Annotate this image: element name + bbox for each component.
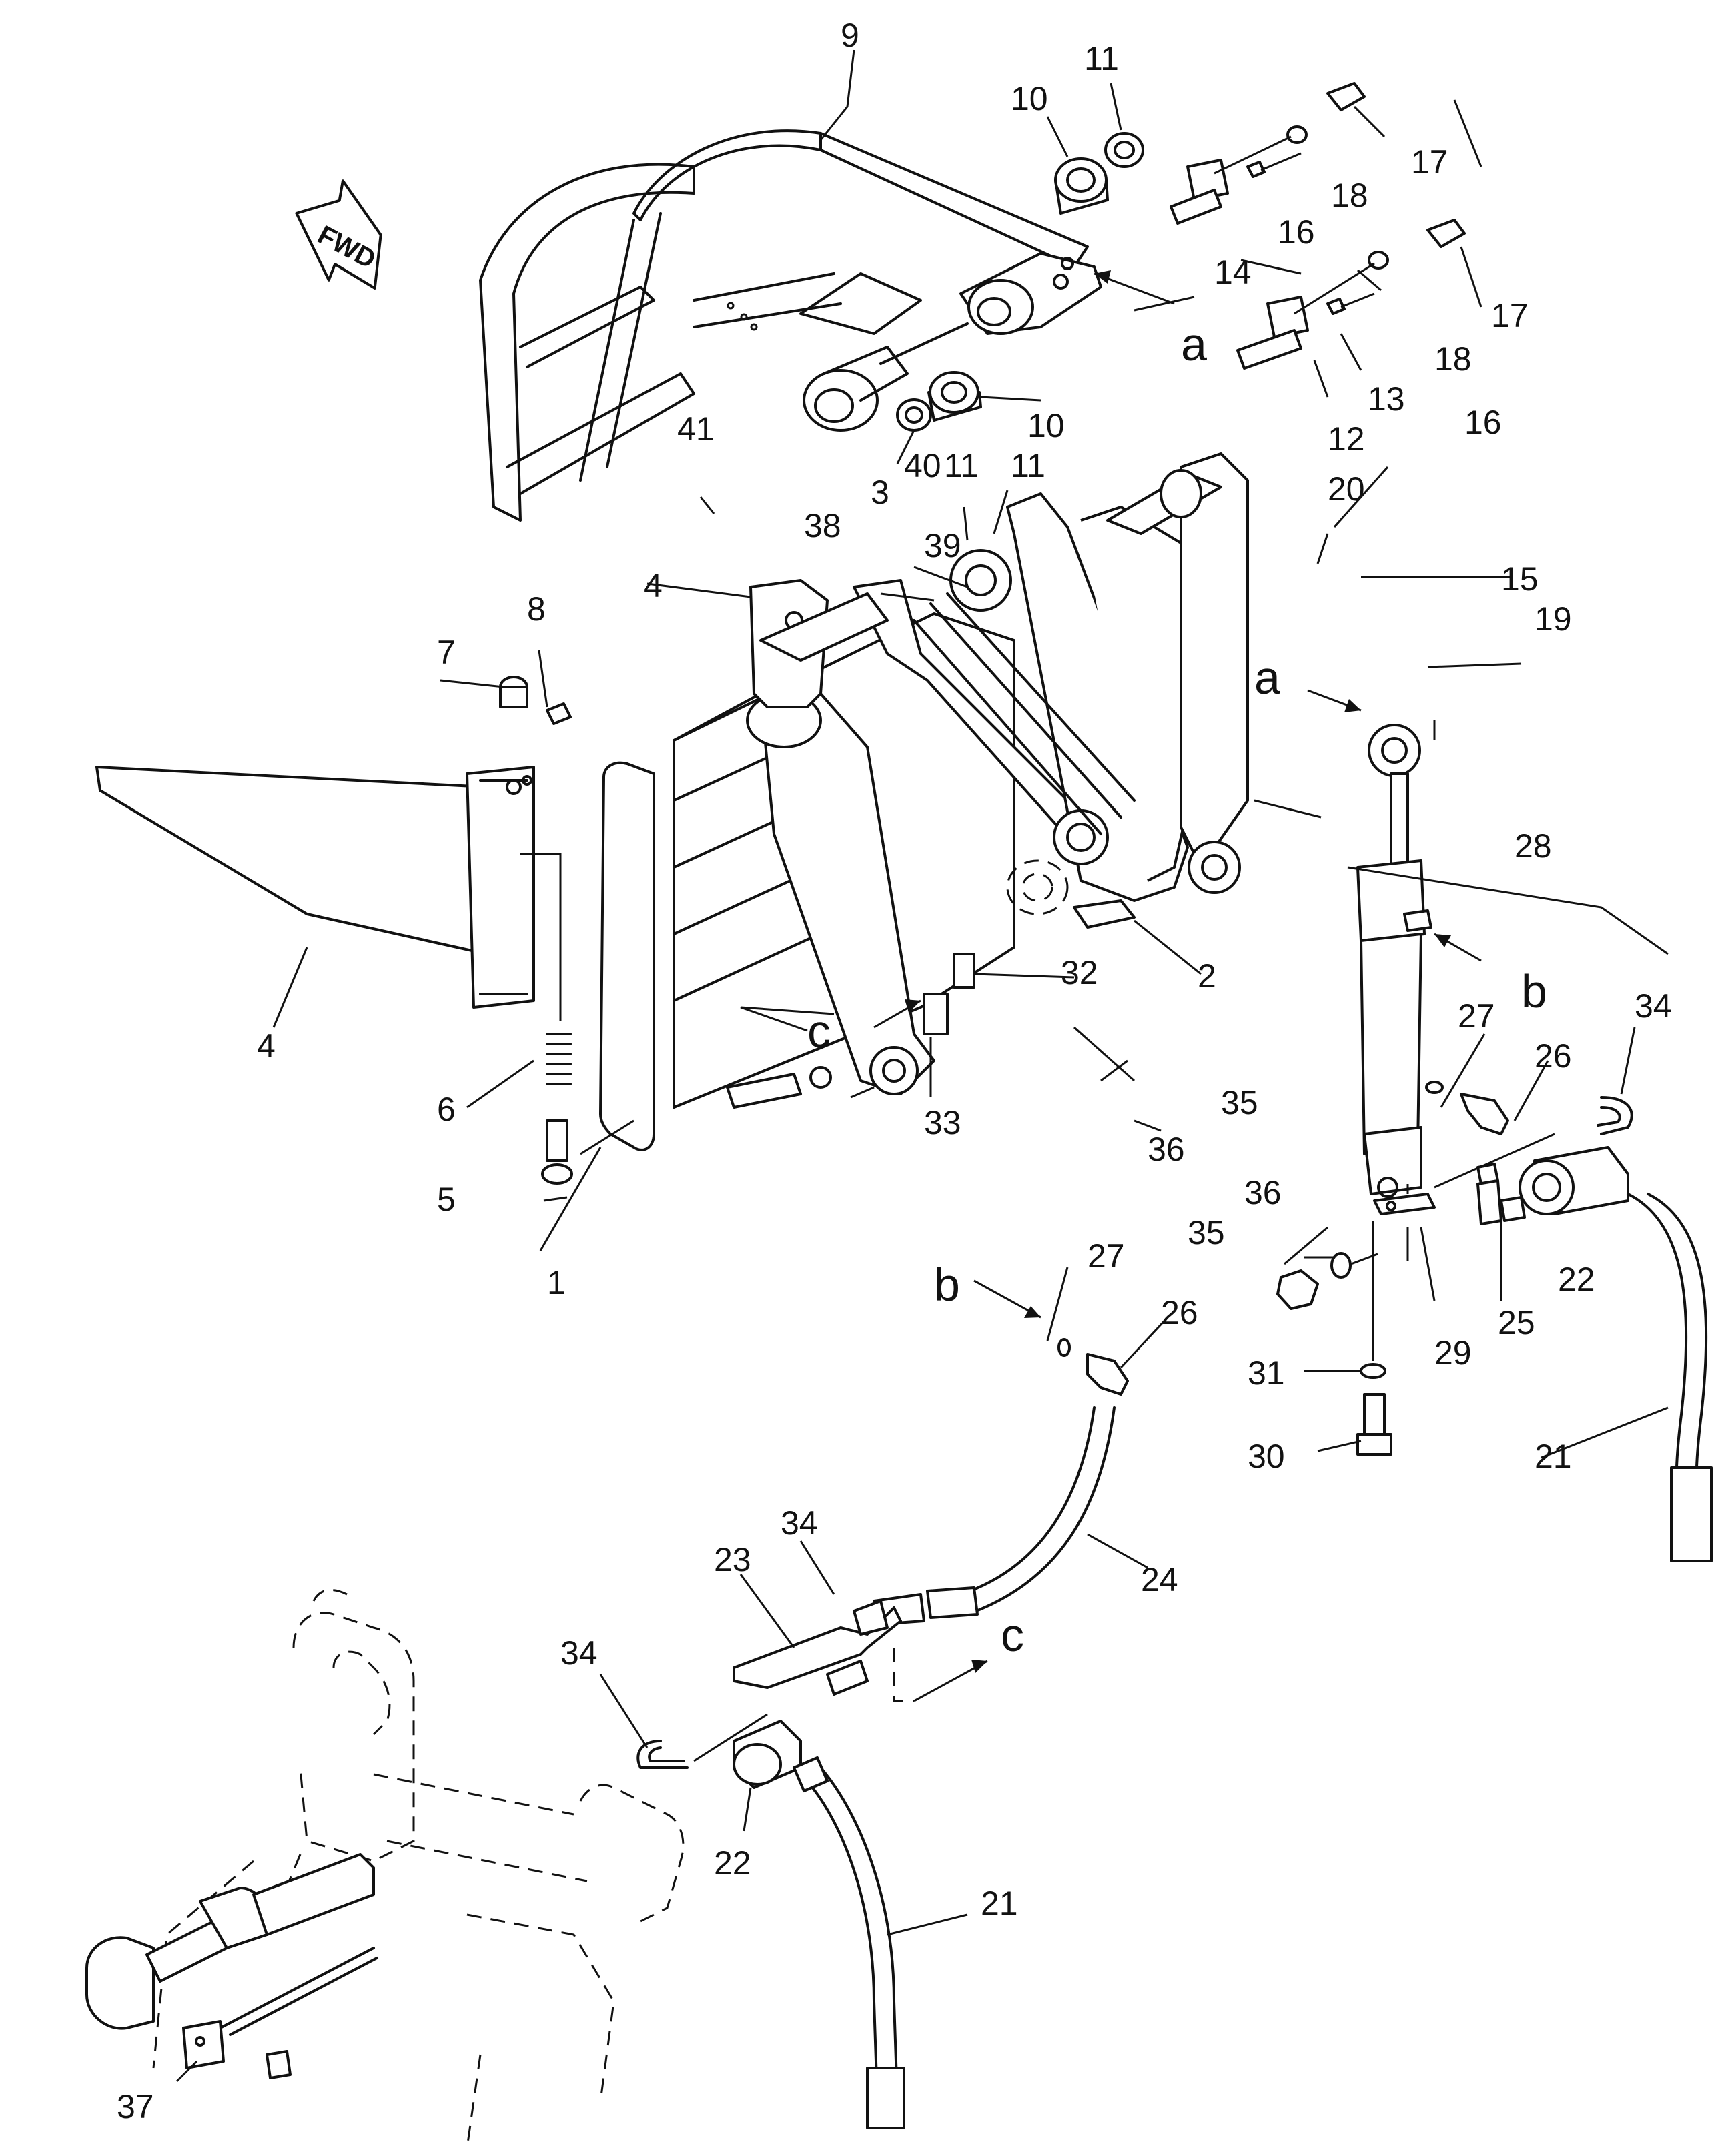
callout-41: 41 — [677, 410, 715, 448]
callout-18-upper: 18 — [1331, 177, 1368, 214]
callout-29: 29 — [1434, 1334, 1472, 1372]
callout-40: 40 — [904, 447, 941, 484]
view-ref-b-lower: b — [934, 1259, 960, 1311]
callout-21-right: 21 — [1535, 1438, 1572, 1475]
callout-17-upper: 17 — [1411, 143, 1448, 181]
view-ref-b-upper: b — [1521, 965, 1547, 1017]
callout-19: 19 — [1535, 600, 1572, 638]
callout-34-mid: 34 — [781, 1504, 818, 1542]
callout-37: 37 — [117, 2088, 154, 2125]
callout-35-lower: 35 — [1188, 1214, 1225, 1251]
callout-4-fork: 4 — [257, 1027, 276, 1065]
callout-10-lower: 10 — [1027, 407, 1065, 444]
callout-3: 3 — [871, 474, 889, 511]
callout-24: 24 — [1141, 1561, 1178, 1598]
callout-22-right: 22 — [1558, 1261, 1595, 1298]
callout-13: 13 — [1368, 380, 1405, 418]
callout-26-right: 26 — [1535, 1037, 1572, 1075]
lower-hose-assembly — [636, 1338, 1129, 2129]
callout-30: 30 — [1248, 1438, 1285, 1475]
callout-6: 6 — [437, 1091, 456, 1128]
callout-10-upper: 10 — [1011, 80, 1048, 117]
callout-32: 32 — [1061, 954, 1098, 991]
callout-11-upper: 11 — [1084, 40, 1119, 77]
callout-1: 1 — [547, 1264, 566, 1301]
callout-22-lower: 22 — [714, 1844, 751, 1882]
callout-17-lower: 17 — [1491, 297, 1529, 334]
bushing-set — [896, 132, 1144, 432]
callout-11-lower: 11 — [944, 447, 979, 484]
callout-34-lower: 34 — [560, 1634, 598, 1672]
callout-16-upper: 16 — [1278, 213, 1315, 251]
leader-lines — [175, 49, 1669, 2083]
view-ref-a-lower: a — [1254, 652, 1280, 704]
callout-21-lower: 21 — [981, 1884, 1018, 1922]
callout-26-lower: 26 — [1161, 1294, 1198, 1331]
main-carriage — [599, 452, 1249, 1151]
callout-35-upper: 35 — [1221, 1084, 1258, 1121]
pin-assemblies — [1170, 82, 1466, 370]
callout-39: 39 — [924, 527, 961, 564]
callout-38: 38 — [804, 507, 841, 544]
callout-8: 8 — [527, 590, 546, 628]
fwd-arrow-icon: FWD — [295, 179, 382, 290]
callout-12: 12 — [1328, 420, 1365, 458]
fork — [95, 676, 573, 1185]
view-ref-c-upper: c — [807, 1005, 831, 1057]
callout-20: 20 — [1328, 470, 1365, 508]
view-ref-c-lower: c — [1001, 1609, 1024, 1661]
view-ref-labels: a a b b c c — [807, 318, 1547, 1661]
callout-4-upper: 4 — [644, 567, 663, 604]
view-ref-a-upper: a — [1181, 318, 1207, 370]
machine-frame-outline — [85, 1588, 685, 2149]
callout-34-right: 34 — [1635, 987, 1672, 1025]
callout-28: 28 — [1515, 827, 1552, 865]
callout-18-lower: 18 — [1434, 340, 1472, 378]
callout-23: 23 — [714, 1541, 751, 1578]
callout-9: 9 — [841, 17, 859, 54]
callout-33: 33 — [924, 1104, 961, 1141]
callout-11-mid: 11 — [1011, 447, 1045, 484]
callout-27-right: 27 — [1458, 997, 1495, 1035]
callout-15: 15 — [1501, 560, 1539, 598]
part-callouts: 1 2 3 4 4 5 6 7 8 9 10 10 11 11 11 12 13… — [117, 17, 1672, 2125]
callout-36-lower: 36 — [1244, 1174, 1282, 1211]
view-ref-arrows — [873, 270, 1482, 1702]
callout-31: 31 — [1248, 1354, 1285, 1392]
callout-14: 14 — [1214, 253, 1252, 291]
callout-25: 25 — [1498, 1304, 1535, 1341]
callout-5: 5 — [437, 1181, 456, 1218]
cylinder-assembly — [1276, 724, 1713, 1562]
callout-2: 2 — [1198, 957, 1216, 995]
callout-36-upper: 36 — [1148, 1131, 1185, 1168]
callout-7: 7 — [437, 634, 456, 671]
callout-16-lower: 16 — [1464, 404, 1502, 441]
bail-frame — [479, 129, 1102, 522]
callout-27-lower: 27 — [1088, 1237, 1125, 1275]
